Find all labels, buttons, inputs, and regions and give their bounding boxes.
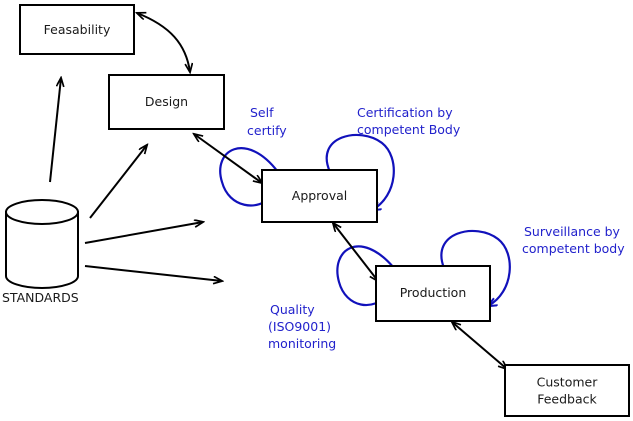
annotation-surveillance-line1: Surveillance by <box>524 224 621 239</box>
node-production-box[interactable] <box>375 265 491 322</box>
node-feasability-box[interactable] <box>19 4 135 55</box>
edge-standards-feasability <box>49 78 61 183</box>
node-production-label: Production <box>400 285 467 300</box>
node-customer-feedback-box[interactable] <box>504 364 630 417</box>
edge-standards-approval <box>84 222 203 244</box>
edge-standards-production <box>84 265 222 281</box>
annotation-quality-line3: monitoring <box>268 336 336 351</box>
node-production[interactable]: Production <box>375 265 491 322</box>
annotation-quality-line1: Quality <box>270 302 315 317</box>
annotation-surveillance-competent-body: Surveillance by competent body <box>522 224 625 256</box>
standards-label: STANDARDS <box>2 290 79 305</box>
annotation-quality-line2: (ISO9001) <box>268 319 331 334</box>
edge-feasability-design <box>137 13 190 72</box>
annotation-certification-line2: competent Body <box>357 122 461 137</box>
node-design-label: Design <box>145 94 188 109</box>
annotation-certification-competent-body: Certification by competent Body <box>357 105 461 137</box>
node-approval[interactable]: Approval <box>261 169 378 223</box>
node-customer-feedback-label-line1: Customer <box>537 375 599 390</box>
annotation-self-certify-line2: certify <box>247 123 287 138</box>
node-design-box[interactable] <box>108 74 225 130</box>
self-loop-production-right <box>440 229 511 306</box>
edge-approval-production <box>333 223 378 281</box>
edge-standards-design <box>89 145 147 219</box>
edge-design-approval <box>194 134 262 183</box>
node-customer-feedback[interactable]: Customer Feedback <box>504 364 630 417</box>
node-feasability-label: Feasability <box>44 22 111 37</box>
node-standards-datastore[interactable]: STANDARDS <box>2 199 79 305</box>
standards-cylinder-top[interactable] <box>5 199 79 225</box>
node-feasability[interactable]: Feasability <box>19 4 135 55</box>
annotation-self-certify: Self certify <box>247 105 287 138</box>
annotation-surveillance-line2: competent body <box>522 241 625 256</box>
node-approval-box[interactable] <box>261 169 378 223</box>
node-design[interactable]: Design <box>108 74 225 130</box>
standards-cylinder-body[interactable] <box>5 211 79 289</box>
annotation-certification-line1: Certification by <box>357 105 453 120</box>
annotation-self-certify-line1: Self <box>250 105 274 120</box>
edge-production-customer-feedback <box>452 322 507 369</box>
node-approval-label: Approval <box>292 188 347 203</box>
self-loop-approval-right <box>325 133 395 210</box>
annotation-quality-monitoring: Quality (ISO9001) monitoring <box>268 302 336 351</box>
node-customer-feedback-label-line2: Feedback <box>537 392 597 407</box>
